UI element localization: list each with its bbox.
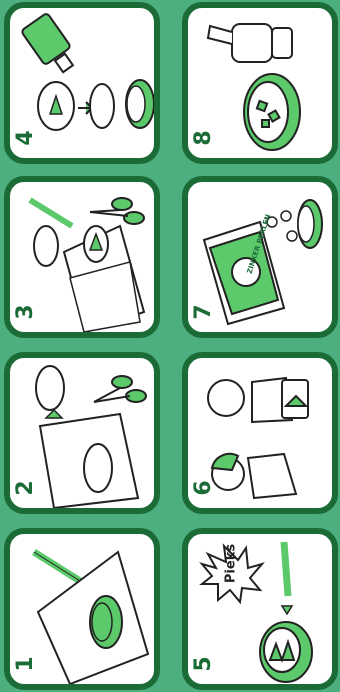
step-number: 8: [192, 126, 216, 150]
pencil-icon: [284, 542, 288, 596]
step-8-panel: 8: [182, 2, 338, 164]
pieks-callout: Pieks: [224, 539, 239, 589]
bead-bag-icon: [204, 222, 284, 324]
step-number: 7: [192, 300, 216, 324]
scissors-icon: [94, 376, 146, 402]
step-7-panel: ZINKER PERLEN 7: [182, 176, 338, 338]
step-1-panel: 1: [4, 528, 160, 690]
step-number: 1: [14, 652, 38, 676]
thumbs-up-icon: [208, 24, 292, 62]
step-number: 2: [14, 476, 38, 500]
glue-tube-icon: [21, 13, 73, 73]
step-6-panel: 6: [182, 352, 338, 514]
step-number: 5: [192, 652, 216, 676]
arrow-icon: [282, 606, 292, 614]
step-number: 4: [14, 126, 38, 150]
step-number: 6: [192, 476, 216, 500]
step-2-panel: 2: [4, 352, 160, 514]
grandparent-icon: [208, 378, 308, 422]
paper-disc-icon: [36, 366, 64, 410]
child-icon: [212, 454, 296, 498]
step-4-panel: 4: [4, 2, 160, 164]
arrow-icon: [46, 410, 62, 418]
step-number: 3: [14, 300, 38, 324]
jar-lid-icon: [260, 622, 312, 682]
scissors-icon: [90, 198, 144, 224]
pencil-icon: [30, 200, 72, 226]
step-5-panel: Pieks 5: [182, 528, 338, 690]
step-3-panel: 3: [4, 176, 160, 338]
jar-lid-icon: [244, 74, 300, 150]
